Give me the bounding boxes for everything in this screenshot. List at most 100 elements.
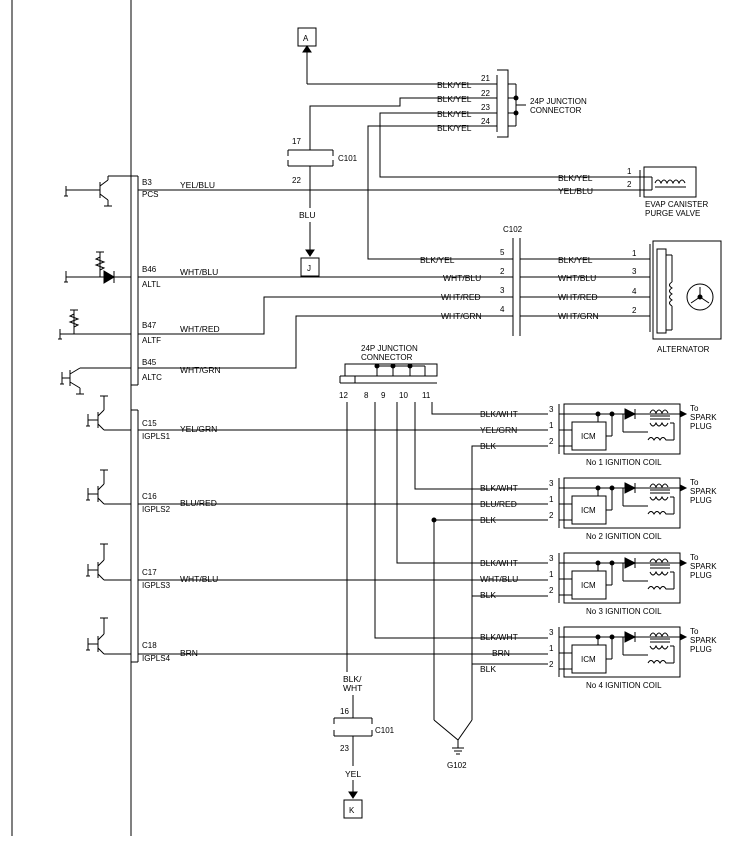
ecm-pin-B3: B3	[142, 178, 152, 187]
wire-label: YEL/GRN	[480, 425, 517, 435]
junction-mid-title: 24P JUNCTION	[361, 344, 418, 353]
pin-number: 3	[632, 267, 637, 276]
c101-label: C101	[338, 154, 358, 163]
pin-number: 11	[422, 391, 431, 400]
diode-icon	[64, 251, 131, 284]
transistor-icon	[64, 175, 131, 207]
pin-number: 16	[340, 707, 349, 716]
wire-label: BLK	[480, 441, 496, 451]
c102-connector: C102 5 2 3 4	[500, 225, 523, 336]
transistor-icon	[86, 543, 131, 581]
alternator: 1 3 4 2 ALTERNATOR	[632, 240, 722, 354]
pin-number: 9	[381, 391, 386, 400]
icm-label: ICM	[581, 506, 596, 515]
arrow-right-icon	[679, 410, 688, 418]
wire-label: BRN	[180, 648, 198, 658]
ecm-pin-name: IGPLS3	[142, 581, 171, 590]
pin-number: 22	[292, 176, 301, 185]
junction-top-title2: CONNECTOR	[530, 106, 582, 115]
pin-number: 2	[549, 586, 554, 595]
arrow-right-icon	[679, 484, 688, 492]
wire-label: BLK	[480, 515, 496, 525]
spark-plug-label: To	[690, 553, 699, 562]
wire-label: WHT/BLU	[443, 273, 481, 283]
c102-label: C102	[503, 225, 523, 234]
evap-canister-purge-valve: BLK/YEL YEL/BLU 1 2 EVAP CANISTER PURGE …	[558, 166, 709, 218]
wire-label: BRN	[492, 648, 510, 658]
connector-J-label: J	[307, 264, 311, 273]
icm-label: ICM	[581, 581, 596, 590]
evap-title2: PURGE VALVE	[645, 209, 700, 218]
wire-label: BLK/YEL	[437, 109, 472, 119]
connector-K-label: K	[349, 806, 355, 815]
ecm-pin-C18: C18	[142, 641, 157, 650]
wire-label: BLK/WHT	[480, 483, 518, 493]
alternator-title: ALTERNATOR	[657, 345, 710, 354]
wire-label: BLU/RED	[480, 499, 517, 509]
ignition-coil-title: No 3 IGNITION COIL	[586, 607, 662, 616]
ignition-coil-title: No 2 IGNITION COIL	[586, 532, 662, 541]
resistor-icon	[58, 309, 131, 340]
pin-number: 1	[632, 249, 637, 258]
spark-plug-label: SPARK	[690, 562, 717, 571]
ground-label: G102	[447, 761, 467, 770]
wire-label: WHT/BLU	[180, 267, 218, 277]
wire-label: WHT/RED	[441, 292, 481, 302]
ecm-pins: B3 PCS B46 ALTL B47 ALTF B45 ALTC C15 IG…	[142, 178, 171, 663]
pin-number: 23	[340, 744, 349, 753]
pin-number: 2	[549, 437, 554, 446]
connector-J	[300, 257, 320, 277]
wire-label: BLK/YEL	[437, 123, 472, 133]
spark-plug-label: To	[690, 478, 699, 487]
ecm-pin-name: IGPLS4	[142, 654, 171, 663]
pin-number: 1	[549, 570, 554, 579]
spark-plug-label: SPARK	[690, 487, 717, 496]
wire-label: WHT/RED	[180, 324, 220, 334]
ecm-pin-B45: B45	[142, 358, 157, 367]
transistor-icon	[86, 469, 131, 505]
pin-number: 8	[364, 391, 369, 400]
wire-label: WHT/BLU	[558, 273, 596, 283]
ecm-pin-name: ALTF	[142, 336, 161, 345]
icm-label: ICM	[581, 655, 596, 664]
wire-label: BLU/RED	[180, 498, 217, 508]
pin-number: 4	[500, 305, 505, 314]
arrow-down-icon	[348, 791, 358, 799]
pin-number: 24	[481, 117, 490, 126]
pin-number: 23	[481, 103, 490, 112]
arrow-right-icon	[679, 633, 688, 641]
wire-label: BLK/YEL	[437, 80, 472, 90]
wire-label: BLK/YEL	[420, 255, 455, 265]
junction-top-title: 24P JUNCTION	[530, 97, 587, 106]
wire-label: BLK/WHT	[480, 558, 518, 568]
pin-number: 4	[632, 287, 637, 296]
spark-plug-label: PLUG	[690, 422, 712, 431]
evap-title: EVAP CANISTER	[645, 200, 709, 209]
ignition-coil-title: No 1 IGNITION COIL	[586, 458, 662, 467]
pin-number: 3	[549, 405, 554, 414]
arrow-down-icon	[305, 249, 315, 257]
wire-label: WHT/GRN	[441, 311, 482, 321]
ecm-pin-name: PCS	[142, 190, 158, 199]
c101-connector-bottom: 16 C101 23	[333, 707, 395, 753]
transistor-icon	[60, 367, 131, 395]
ignition-coil-title: No 4 IGNITION COIL	[586, 681, 662, 690]
pin-number: 1	[549, 421, 554, 430]
pin-number: 12	[339, 391, 348, 400]
c101-label: C101	[375, 726, 395, 735]
ecm-outline	[11, 0, 139, 836]
pin-number: 2	[549, 511, 554, 520]
spark-plug-label: To	[690, 404, 699, 413]
spark-plug-label: PLUG	[690, 645, 712, 654]
wire-label: YEL/BLU	[180, 180, 215, 190]
arrow-right-icon	[679, 559, 688, 567]
pin-number: 3	[549, 479, 554, 488]
spark-plug-label: PLUG	[690, 496, 712, 505]
wire-label: WHT	[343, 683, 362, 693]
connector-A-label: A	[303, 34, 309, 43]
